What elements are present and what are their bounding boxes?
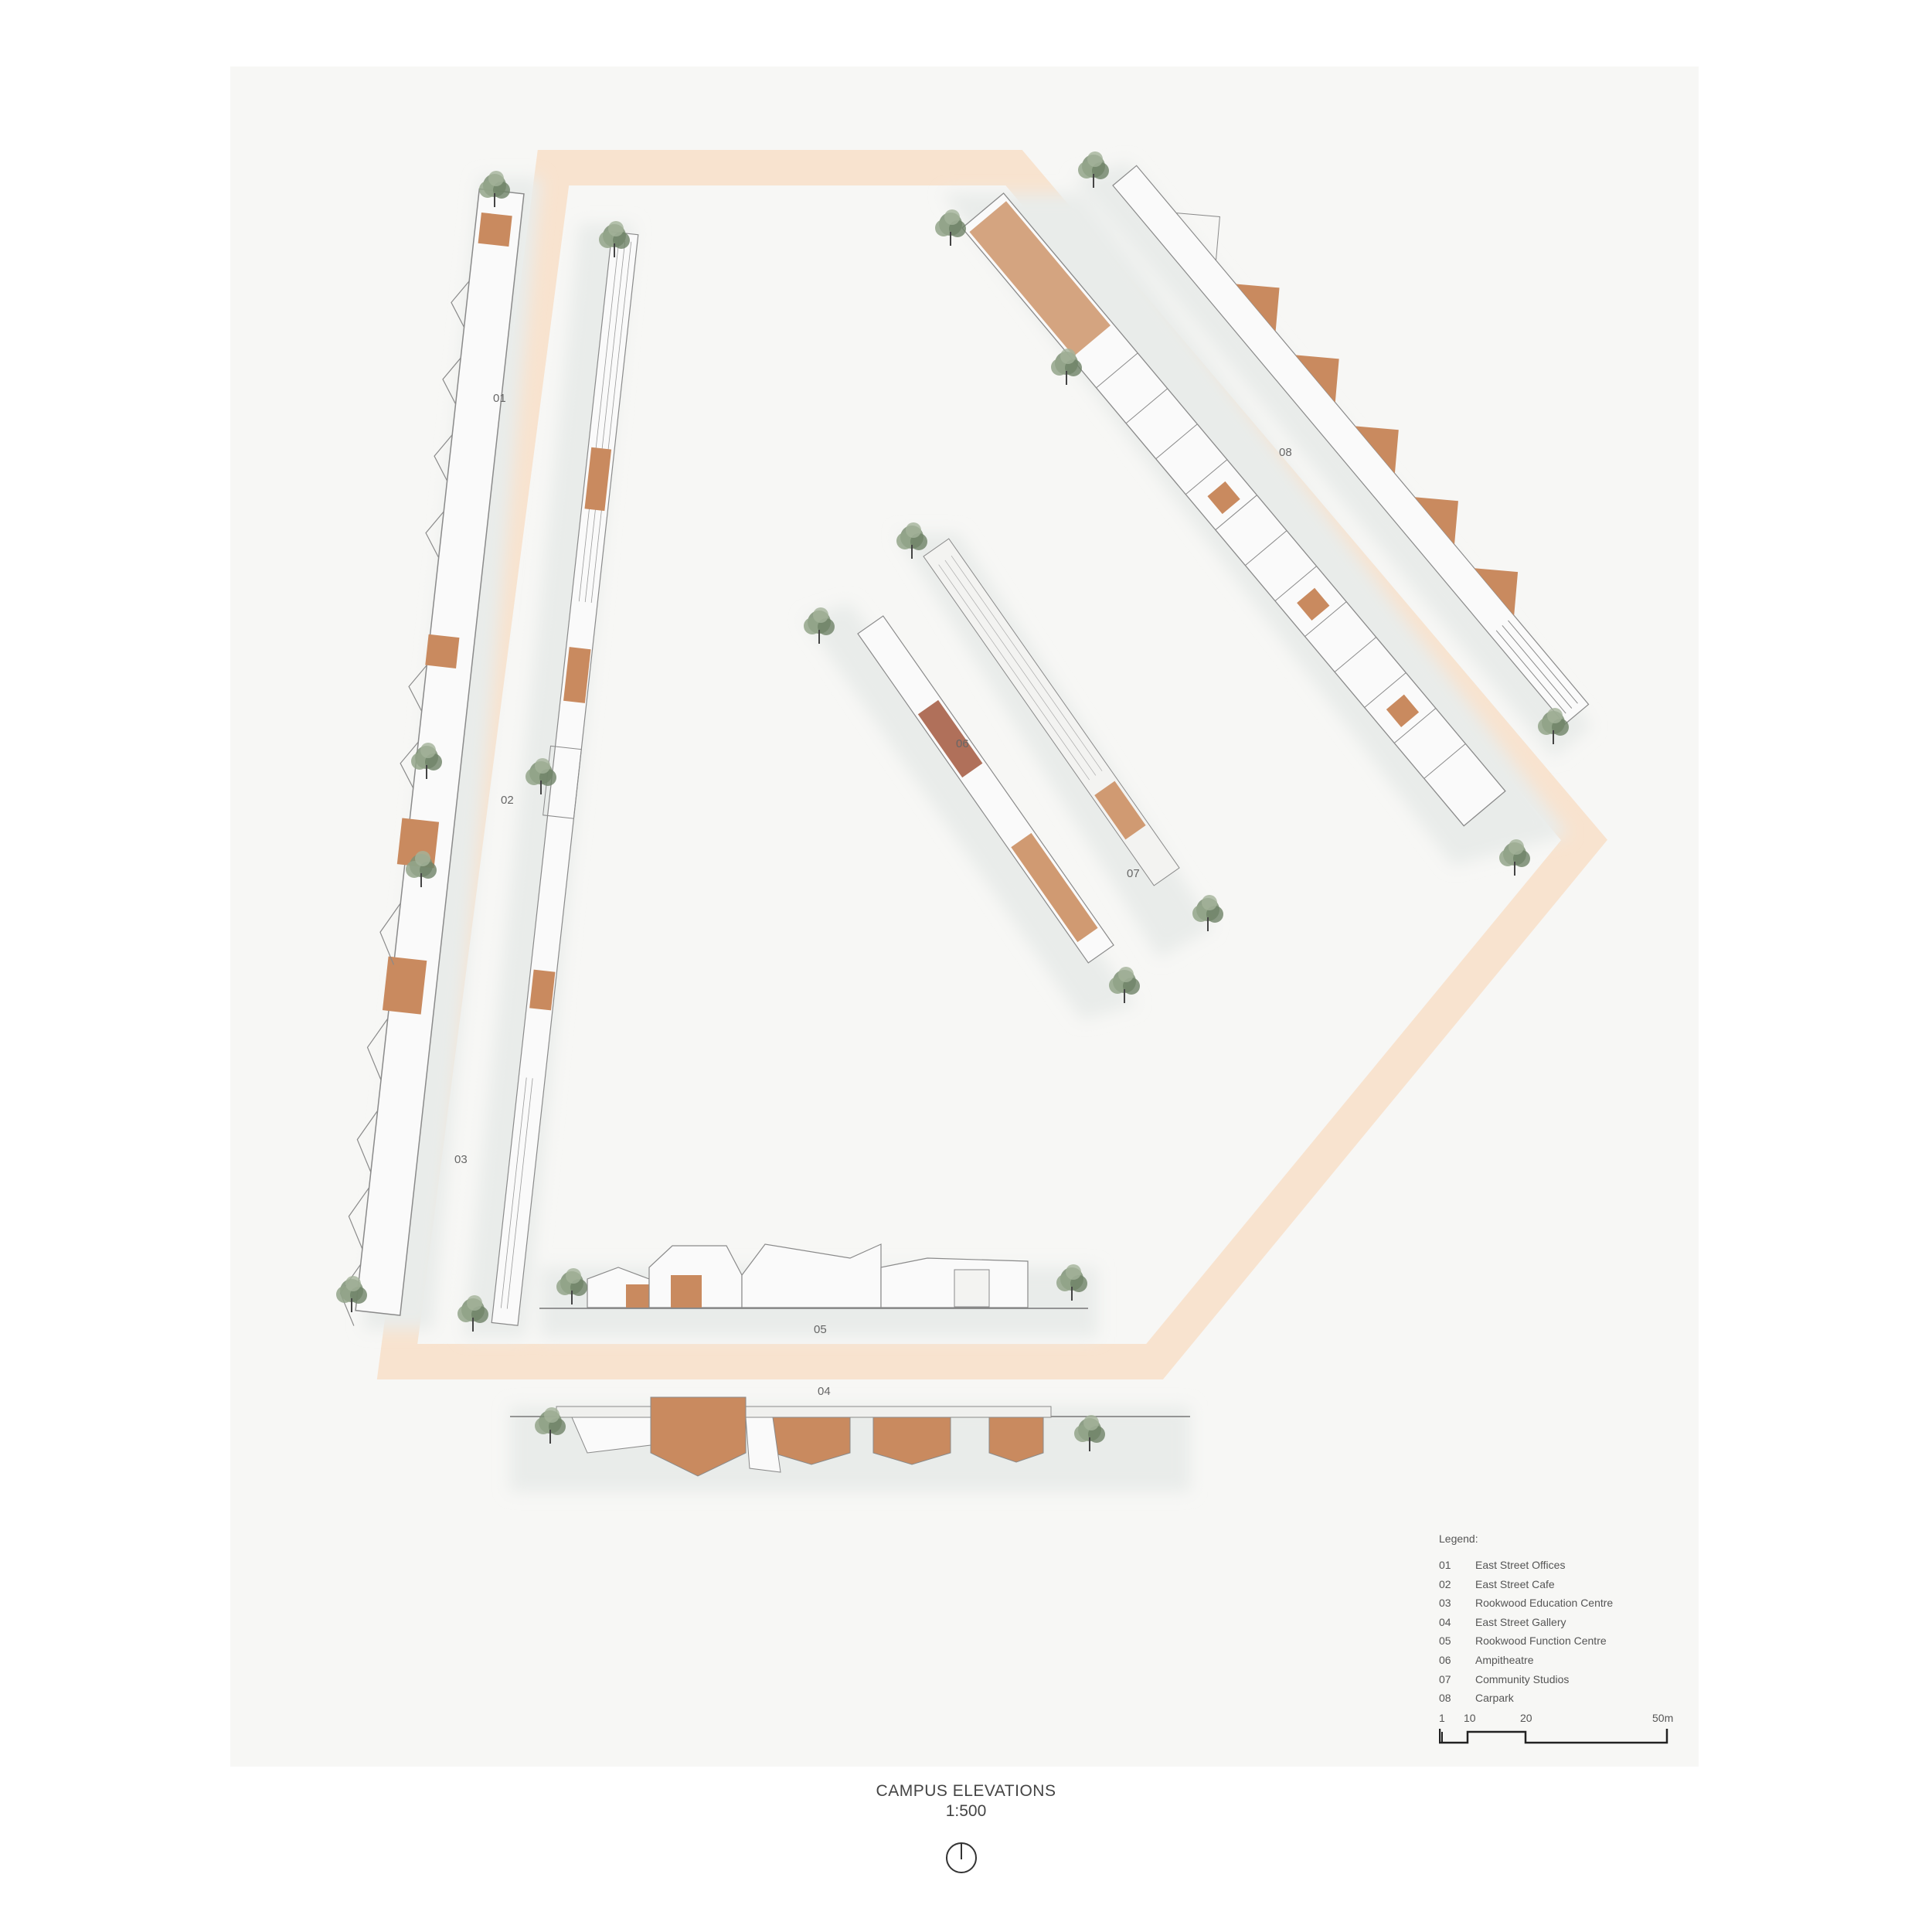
legend-item: 08 Carpark: [1439, 1689, 1702, 1708]
label-04: 04: [818, 1385, 831, 1398]
label-02: 02: [501, 794, 514, 807]
scale-bar-graphic: [1439, 1729, 1668, 1744]
legend-item-name: Carpark: [1475, 1692, 1514, 1705]
scale-bar: 1 10 20 50m: [1439, 1712, 1686, 1746]
scale-tick-1: 1: [1439, 1712, 1445, 1724]
legend-item-name: Rookwood Function Centre: [1475, 1634, 1607, 1648]
legend-item-number: 08: [1439, 1692, 1451, 1705]
legend-item-number: 06: [1439, 1653, 1451, 1666]
legend-item-number: 07: [1439, 1672, 1451, 1685]
elevation-05-function-centre: [539, 1243, 1088, 1309]
legend-item-name: East Street Offices: [1475, 1559, 1566, 1571]
legend-item-name: East Street Cafe: [1475, 1577, 1555, 1590]
legend-item: 04 East Street Gallery: [1439, 1613, 1702, 1632]
label-06: 06: [956, 737, 969, 750]
scale-tick-20: 20: [1520, 1712, 1532, 1724]
north-arrow-icon: [946, 1842, 977, 1873]
elevation-08-carpark: [961, 192, 1506, 827]
label-05: 05: [814, 1323, 827, 1336]
scale-tick-10: 10: [1464, 1712, 1476, 1724]
label-03: 03: [454, 1153, 468, 1166]
legend-item-number: 04: [1439, 1615, 1451, 1628]
label-07: 07: [1127, 867, 1140, 880]
elevation-04-gallery: [510, 1396, 1190, 1477]
label-08: 08: [1279, 446, 1292, 459]
legend-item-name: Rookwood Education Centre: [1475, 1597, 1614, 1610]
legend-item-number: 02: [1439, 1577, 1451, 1590]
building-labels: 01 02 03 04 05 06 07 08: [454, 392, 1292, 1398]
label-01: 01: [493, 392, 506, 405]
drawing-title: CAMPUS ELEVATIONS: [876, 1782, 1056, 1800]
elevation-06-amphitheatre: [857, 615, 1114, 964]
legend-item-number: 05: [1439, 1634, 1451, 1648]
elevation-08-outer: [1112, 165, 1590, 725]
elevation-07-studios: [923, 538, 1180, 886]
legend-item: 02 East Street Cafe: [1439, 1575, 1702, 1594]
legend-item: 05 Rookwood Function Centre: [1439, 1631, 1702, 1651]
drawing-caption: CAMPUS ELEVATIONS 1:500: [0, 1782, 1932, 1821]
legend-item: 06 Ampitheatre: [1439, 1651, 1702, 1670]
scale-tick-50m: 50m: [1652, 1712, 1674, 1724]
legend-title: Legend:: [1439, 1532, 1478, 1545]
legend-item: 01 East Street Offices: [1439, 1556, 1702, 1575]
legend-item: 07 Community Studios: [1439, 1670, 1702, 1689]
legend-item-name: East Street Gallery: [1475, 1615, 1566, 1628]
legend-item-number: 01: [1439, 1559, 1451, 1571]
drawing-scale: 1:500: [945, 1802, 987, 1820]
legend-item-name: Ampitheatre: [1475, 1653, 1534, 1666]
legend-item-number: 03: [1439, 1597, 1451, 1610]
legend-item: 03 Rookwood Education Centre: [1439, 1594, 1702, 1613]
legend-item-name: Community Studios: [1475, 1672, 1570, 1685]
